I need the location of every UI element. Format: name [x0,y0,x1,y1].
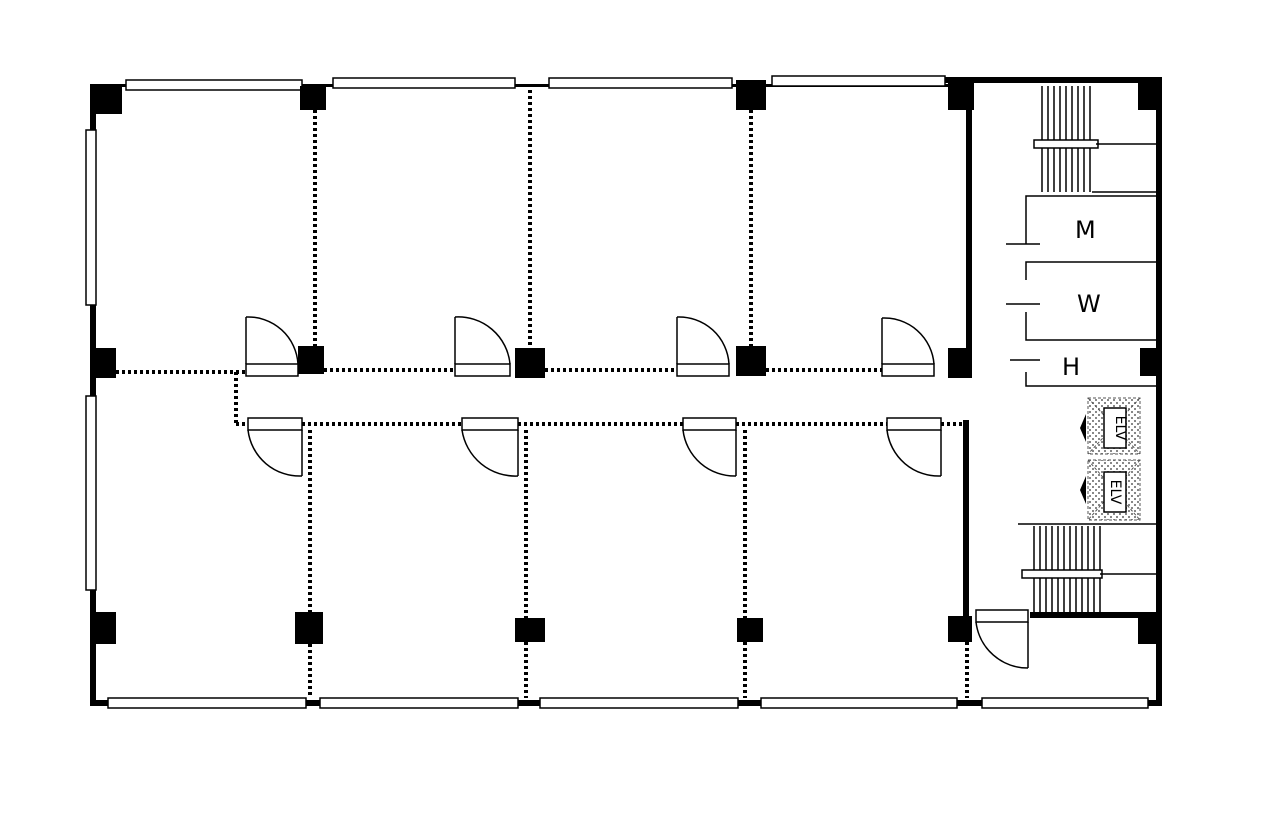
column [1140,348,1158,376]
door [682,417,737,477]
column [295,612,323,644]
wall-top-main [120,84,950,87]
elevator-door-arrow-icon [1080,476,1086,504]
door [975,609,1029,669]
elevator-1-label: ELV [1112,416,1128,441]
wall-left [90,84,96,706]
column [737,618,763,642]
window-bottom-3 [539,697,739,709]
stairs-lower [1018,523,1156,612]
column [298,346,324,374]
core-rooms [1006,195,1156,387]
door [247,417,303,477]
partitions [116,90,969,698]
stair-bottom-wall [1030,612,1158,618]
elevator-1: ELV [1080,397,1141,455]
window-top-2 [332,77,516,89]
h-room-label: H [1062,353,1080,381]
window-top-4 [771,75,946,87]
core-wall-upper [966,84,972,374]
door [886,417,942,477]
window-bottom-5 [981,697,1149,709]
men-room-outline [1025,195,1156,244]
column [736,80,766,110]
window-bottom-1 [107,697,307,709]
column [300,86,326,110]
columns [90,80,1162,644]
column [1138,616,1162,644]
column [90,84,122,114]
column [96,612,116,644]
door [461,417,519,477]
window-bottom-4 [760,697,958,709]
column [515,618,545,642]
door [676,316,730,377]
doors [245,316,1029,669]
men-room-label: M [1075,216,1096,244]
elevator-2-label: ELV [1107,480,1123,505]
women-room-label: W [1077,290,1101,318]
column [96,348,116,378]
column [948,616,972,642]
window-top-1 [125,79,303,91]
column [1138,80,1162,110]
window-top-3 [548,77,733,89]
stairs-upper [1033,86,1156,193]
window-bottom-2 [319,697,519,709]
women-room-outline-lower [1025,312,1156,341]
core-walls [963,84,1158,620]
window-left-2 [85,395,97,591]
women-room-outline [1025,261,1156,280]
column [515,348,545,378]
wall-top-right [945,77,1162,83]
h-room-outline [1025,372,1156,387]
core-wall-lower [963,420,969,620]
window-left-1 [85,129,97,306]
column [736,346,766,376]
wall-right [1156,77,1162,706]
door [454,316,511,377]
windows [85,75,1149,709]
door [881,317,935,377]
elevator-door-arrow-icon [1080,414,1086,442]
elevator-2: ELV [1080,459,1141,521]
door [245,316,299,377]
